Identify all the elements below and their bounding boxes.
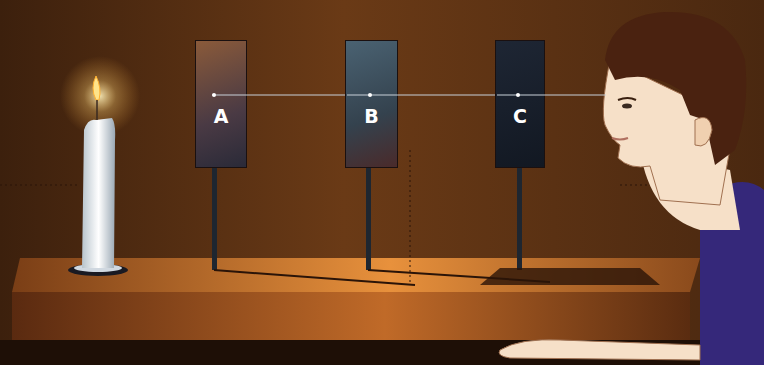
card-label: A (196, 105, 246, 127)
sight-thread (398, 95, 495, 96)
card-label: C (496, 105, 544, 127)
cardboard-sheet: B (345, 40, 398, 168)
sight-thread (247, 95, 345, 96)
card-label: B (346, 105, 397, 127)
cardboard-sheet: C (495, 40, 545, 168)
cardboard-sheet: A (195, 40, 247, 168)
